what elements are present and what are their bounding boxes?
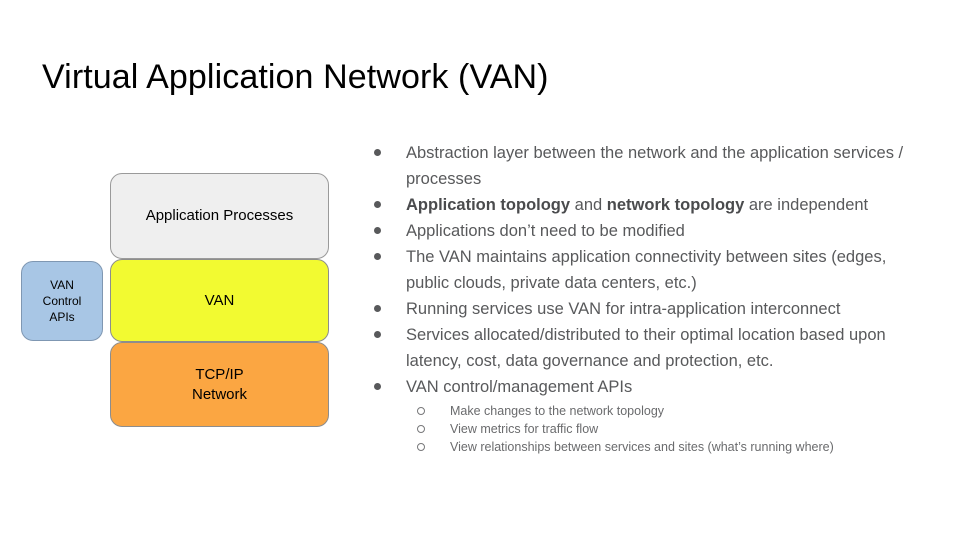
bullet-item: Applications don’t need to be modified (366, 218, 922, 244)
sub-bullet-text: View metrics for traffic flow (450, 422, 599, 436)
bullet-text: Application topology and network topolog… (406, 196, 869, 214)
diagram-node-van-control-apis: VAN Control APIs (21, 261, 103, 341)
bullet-item: Application topology and network topolog… (366, 192, 922, 218)
bullet-dot-icon (371, 218, 383, 244)
van-layer-diagram: Application Processes VAN TCP/IP Network… (0, 0, 350, 540)
bullet-text: Services allocated/distributed to their … (406, 326, 886, 370)
diagram-node-label: VAN Control APIs (42, 278, 82, 324)
sub-bullet-item: View relationships between services and … (366, 438, 922, 456)
bullet-text: The VAN maintains application connectivi… (406, 248, 887, 292)
sub-bullet-item: View metrics for traffic flow (366, 420, 922, 438)
bullet-item: Running services use VAN for intra-appli… (366, 296, 922, 322)
bullet-dot-icon (371, 374, 383, 400)
diagram-node-van: VAN (110, 259, 329, 342)
sub-bullet-ring-icon (416, 438, 426, 456)
bullet-dot-icon (371, 296, 383, 322)
bullet-text: VAN control/management APIs (406, 378, 633, 396)
diagram-node-label: VAN (204, 291, 235, 309)
sub-bullet-ring-icon (416, 420, 426, 438)
diagram-node-application-processes: Application Processes (110, 173, 329, 259)
bullet-text: Abstraction layer between the network an… (406, 144, 904, 188)
diagram-node-label: TCP/IP Network (191, 365, 247, 403)
bullet-text: Applications don’t need to be modified (406, 222, 685, 240)
bullet-list: Abstraction layer between the network an… (366, 140, 922, 456)
sub-bullet-text: View relationships between services and … (450, 440, 834, 454)
bullet-dot-icon (371, 192, 383, 218)
sub-bullet-item: Make changes to the network topology (366, 402, 922, 420)
page-title: Virtual Application Network (VAN) (42, 58, 549, 96)
bullet-dot-icon (371, 322, 383, 348)
bullet-dot-icon (371, 244, 383, 270)
bullet-item: Services allocated/distributed to their … (366, 322, 922, 374)
bullet-item: Abstraction layer between the network an… (366, 140, 922, 192)
sub-bullet-ring-icon (416, 402, 426, 420)
bullet-item: The VAN maintains application connectivi… (366, 244, 922, 296)
diagram-node-tcp-ip-network: TCP/IP Network (110, 342, 329, 427)
bullet-item: VAN control/management APIs (366, 374, 922, 400)
diagram-node-label: Application Processes (145, 207, 294, 224)
sub-bullet-text: Make changes to the network topology (450, 404, 665, 418)
bullet-dot-icon (371, 140, 383, 166)
bullet-text: Running services use VAN for intra-appli… (406, 300, 841, 318)
